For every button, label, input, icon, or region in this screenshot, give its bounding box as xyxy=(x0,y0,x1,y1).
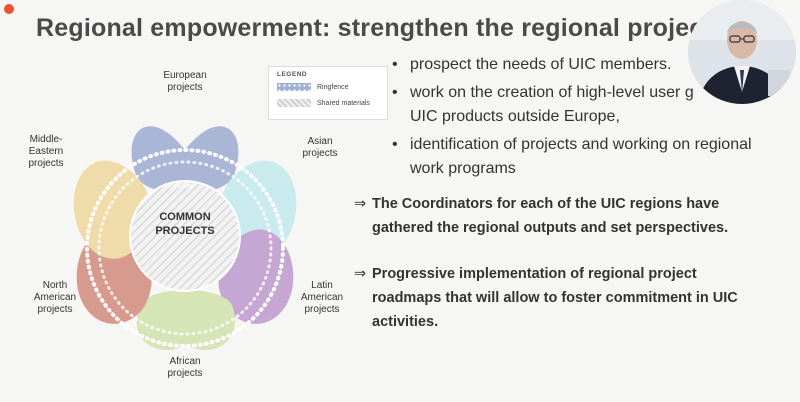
hatched-swatch-icon xyxy=(277,99,311,107)
speaker-video-thumbnail[interactable] xyxy=(688,0,796,104)
legend-row-shared-materials: Shared materials xyxy=(277,99,370,107)
petal-diagram xyxy=(73,126,297,351)
region-label-line: projects xyxy=(167,82,203,93)
center-label: COMMON PROJECTS xyxy=(142,210,228,238)
arrow-item-line: roadmaps that will allow to foster commi… xyxy=(372,290,738,306)
arrow-item-line: gathered the regional outputs and set pe… xyxy=(372,220,729,236)
legend-row-ringfence: Ringfence xyxy=(277,83,349,91)
bullet-text: identification of projects and working o… xyxy=(410,136,752,153)
region-label-line: projects xyxy=(304,304,340,315)
legend-label: Shared materials xyxy=(317,99,370,107)
bullet-text: UIC products outside Europe, xyxy=(410,108,620,125)
center-label-line: PROJECTS xyxy=(155,225,215,237)
bullet-dot-icon: • xyxy=(392,56,398,73)
region-label-european: European projects xyxy=(150,70,220,94)
bullet-dot-icon: • xyxy=(392,84,398,101)
petal-european xyxy=(131,126,239,194)
slide-title: Regional empowerment: strengthen the reg… xyxy=(36,14,727,42)
region-label-line: Eastern xyxy=(28,146,64,157)
region-label-line: projects xyxy=(167,368,203,379)
bullet-text: work programs xyxy=(410,160,516,177)
arrow-item-line: The Coordinators for each of the UIC reg… xyxy=(372,196,720,212)
legend-title: LEGEND xyxy=(277,71,308,78)
bullet-dot-icon: • xyxy=(392,136,398,153)
implies-arrow-icon: ⇒ xyxy=(354,266,367,282)
arrow-item-line: activities. xyxy=(372,314,439,330)
region-label-line: Asian xyxy=(307,136,333,147)
legend-label: Ringfence xyxy=(317,83,349,91)
region-label-asian: Asian projects xyxy=(290,136,350,160)
arrow-item-text: Progressive implementation of regional p… xyxy=(372,262,764,334)
region-label-north-american: North American projects xyxy=(20,280,90,316)
region-label-latin-american: Latin American projects xyxy=(292,280,352,316)
region-label-line: American xyxy=(300,292,344,303)
implies-arrow-icon: ⇒ xyxy=(354,196,367,212)
arrow-item-text: The Coordinators for each of the UIC reg… xyxy=(372,192,764,240)
region-label-line: projects xyxy=(302,148,338,159)
region-label-line: North xyxy=(42,280,68,291)
region-label-line: African xyxy=(169,356,201,367)
recording-indicator-icon xyxy=(4,4,14,14)
center-label-line: COMMON xyxy=(159,211,211,223)
region-label-line: projects xyxy=(28,158,64,169)
dotted-swatch-icon xyxy=(277,83,311,91)
petal-african xyxy=(136,290,236,351)
shift2rail-tag: Shift2Rail xyxy=(164,183,194,190)
regions-diagram: Shift2Rail COMMON PROJECTS European proj… xyxy=(0,60,380,400)
bullet-text: prospect the needs of UIC members. xyxy=(410,56,672,73)
bullet-text: work on the creation of high-level user … xyxy=(410,84,694,101)
region-label-line: European xyxy=(163,70,207,81)
region-label-line: Latin xyxy=(311,280,333,291)
region-label-african: African projects xyxy=(150,356,220,380)
legend: LEGEND Ringfence Shared materials xyxy=(268,66,388,120)
region-label-line: projects xyxy=(37,304,73,315)
region-label-line: American xyxy=(33,292,77,303)
speaker-avatar-icon xyxy=(688,0,796,104)
region-label-line: Middle- xyxy=(29,134,63,145)
region-label-middle-eastern: Middle- Eastern projects xyxy=(14,134,78,170)
arrow-item-line: Progressive implementation of regional p… xyxy=(372,266,697,282)
